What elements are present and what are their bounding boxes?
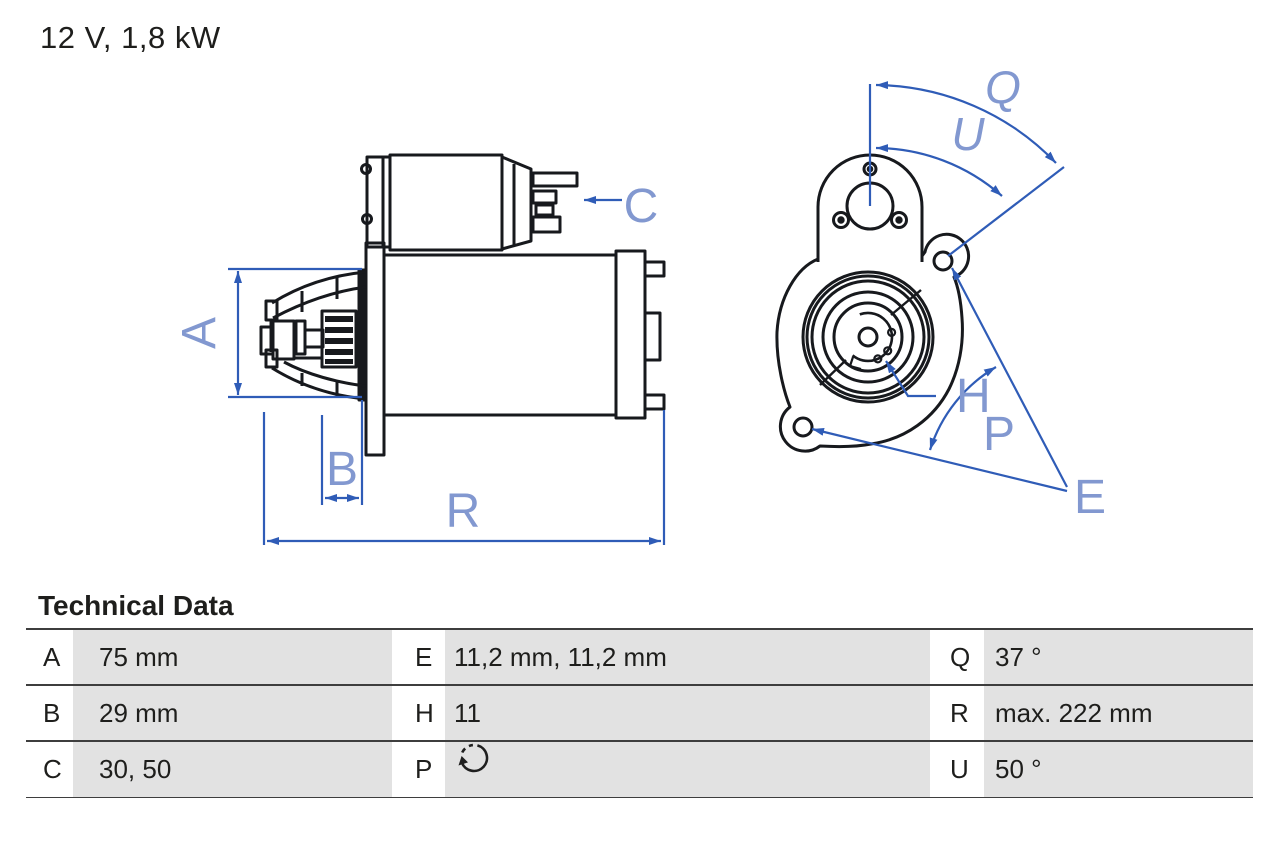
end-cap-tab <box>643 393 666 411</box>
table-cell-value-R: max. 222 mm <box>984 686 1253 740</box>
dim-Q-arc <box>875 81 1057 164</box>
side-view-dimensions <box>228 196 666 545</box>
dim-U-arc <box>875 144 1003 197</box>
table-cell-letter-H: H <box>392 686 445 740</box>
table-cell-letter-R: R <box>930 686 984 740</box>
table-cell-letter-A: A <box>26 630 73 684</box>
angle-reference-line <box>947 166 1065 257</box>
dim-E-leader-2 <box>811 427 1068 493</box>
table-cell-letter-Q: Q <box>930 630 984 684</box>
dim-label-U: U <box>951 108 985 160</box>
dim-label-P: P <box>983 408 1015 461</box>
table-cell-value-U: 50 ° <box>984 742 1253 798</box>
table-row: C 30, 50 P U 50 ° <box>26 739 1253 798</box>
page-title: 12 V, 1,8 kW <box>40 20 221 55</box>
technical-data-heading: Technical Data <box>38 590 234 621</box>
flange-hole-top-right <box>932 250 954 272</box>
shaft-block <box>271 319 296 361</box>
table-cell-value-H: 11 <box>445 686 930 740</box>
table-cell-value-C: 30, 50 <box>73 742 392 798</box>
dim-label-R: R <box>446 485 481 538</box>
table-row: B 29 mm H 11 R max. 222 mm <box>26 684 1253 740</box>
pinion-sector <box>851 311 894 363</box>
front-view-dimensions <box>811 81 1068 493</box>
end-cap-tab <box>643 260 666 278</box>
technical-data-table: A 75 mm E 11,2 mm, 11,2 mm Q 37 ° B 29 m… <box>26 628 1253 798</box>
commutator-end-cap <box>614 249 647 420</box>
dim-label-A: A <box>173 317 226 349</box>
end-cap-tab <box>643 311 662 362</box>
table-cell-letter-P: P <box>392 742 445 798</box>
motor-body <box>382 253 618 417</box>
solenoid-body <box>388 153 504 252</box>
mounting-plate <box>364 241 386 457</box>
solenoid-taper <box>501 155 533 251</box>
dim-label-E: E <box>1074 471 1106 524</box>
mounting-flange <box>775 232 971 453</box>
dim-label-B: B <box>326 443 358 496</box>
shaft-center-hole <box>857 326 879 348</box>
front-view-outline <box>775 153 971 453</box>
dim-label-C: C <box>624 180 659 233</box>
terminal-stud <box>531 171 579 188</box>
dim-P-arc <box>928 366 997 451</box>
table-cell-letter-B: B <box>26 686 73 740</box>
solenoid-bump <box>361 213 373 225</box>
table-cell-letter-U: U <box>930 742 984 798</box>
dim-E-leader-1 <box>951 267 1068 488</box>
pinion-gear-teeth <box>325 316 353 364</box>
mounting-face <box>357 268 368 402</box>
table-cell-value-B: 29 mm <box>73 686 392 740</box>
pinion-gear <box>320 309 358 369</box>
table-cell-value-A: 75 mm <box>73 630 392 684</box>
solenoid-bump <box>360 163 372 175</box>
rotation-direction-ccw-icon <box>454 739 496 797</box>
terminal-block <box>534 203 555 217</box>
starter-motor-technical-drawing: A B R C <box>173 61 1106 545</box>
table-cell-value-E: 11,2 mm, 11,2 mm <box>445 630 930 684</box>
table-cell-value-P <box>445 739 930 798</box>
table-cell-letter-C: C <box>26 742 73 798</box>
table-cell-letter-E: E <box>392 630 445 684</box>
dim-label-H: H <box>956 370 991 423</box>
terminal-block <box>531 215 562 234</box>
table-row: A 75 mm E 11,2 mm, 11,2 mm Q 37 ° <box>26 628 1253 684</box>
table-cell-value-Q: 37 ° <box>984 630 1253 684</box>
side-view-outline <box>259 153 666 457</box>
dim-H-leader <box>885 360 936 398</box>
terminal-block <box>531 189 558 205</box>
dim-label-Q: Q <box>985 61 1021 113</box>
flange-hole-bottom-left <box>792 416 814 438</box>
